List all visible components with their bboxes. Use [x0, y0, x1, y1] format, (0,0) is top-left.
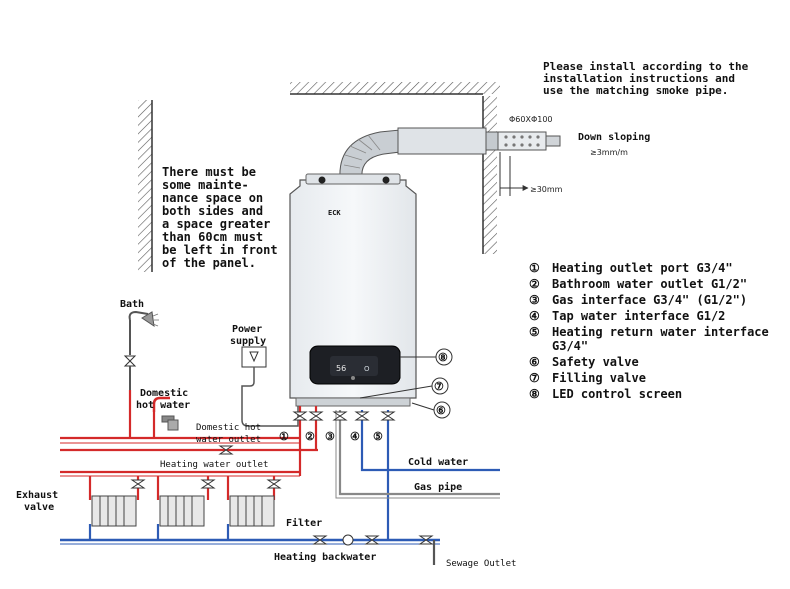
- maintenance-line-8: of the panel.: [162, 256, 256, 270]
- radiator-2: [159, 495, 205, 527]
- maintenance-note: There must be some mainte- nance space o…: [162, 165, 278, 270]
- legend-1-num: ①: [529, 261, 540, 275]
- maintenance-line-1: There must be: [162, 165, 256, 179]
- exhaust-valve-label-2: valve: [24, 502, 54, 513]
- power-supply-label-1: Power: [232, 324, 262, 335]
- legend-4-num: ④: [529, 309, 540, 323]
- flue-pipe: [339, 127, 561, 196]
- power-outlet-icon: [241, 346, 299, 427]
- port-2: ②: [305, 430, 315, 443]
- bath-label: Bath: [120, 299, 144, 310]
- shower-head-icon: [123, 310, 159, 390]
- display-mode-icon: O: [364, 365, 370, 373]
- legend-5-text: Heating return water interface: [552, 325, 769, 339]
- legend-5-num: ⑤: [529, 325, 540, 339]
- callout-6: [411, 401, 451, 419]
- radiator-3: [229, 495, 275, 527]
- legend-7-num: ⑦: [529, 371, 540, 385]
- legend-8-text: LED control screen: [552, 387, 682, 401]
- radiator-1: [91, 495, 137, 527]
- legend-4-text: Tap water interface G1/2: [552, 309, 725, 323]
- port-4: ④: [350, 430, 360, 443]
- display-value: 56: [336, 364, 346, 373]
- callout-7: [359, 377, 449, 399]
- domestic-hot-water-outlet-label-1: Domestic hot: [196, 423, 261, 433]
- install-note-line-3: use the matching smoke pipe.: [543, 84, 728, 97]
- legend-3-text: Gas interface G3/4" (G1/2"): [552, 293, 747, 307]
- maintenance-line-2: some mainte-: [162, 178, 249, 192]
- legend-3-num: ③: [529, 293, 540, 307]
- valve-icons: [130, 411, 434, 546]
- legend-1-text: Heating outlet port G3/4": [552, 261, 733, 275]
- legend-5b-text: G3/4": [552, 339, 588, 353]
- legend: ① Heating outlet port G3/4" ② Bathroom w…: [529, 261, 769, 401]
- callout-7-label: ⑦: [434, 380, 444, 393]
- slope-label: Down sloping: [578, 131, 650, 143]
- domestic-hot-water-label-1: Domestic: [140, 387, 188, 399]
- boiler-brand: ECK: [328, 209, 341, 217]
- boiler-unit: [289, 173, 417, 407]
- heating-water-outlet-label: Heating water outlet: [160, 460, 268, 470]
- maintenance-line-5: a space greater: [162, 217, 270, 231]
- gas-pipe-label: Gas pipe: [414, 481, 462, 493]
- left-wall: [138, 100, 153, 272]
- clearance-label: ≥30mm: [530, 185, 563, 194]
- flue-diameter-label: Φ60XΦ100: [509, 115, 553, 124]
- install-note-line-2: installation instructions and: [543, 72, 735, 85]
- callout-6-label: ⑥: [436, 404, 446, 417]
- callout-8: [400, 348, 453, 366]
- legend-8-num: ⑧: [529, 387, 540, 401]
- legend-7-text: Filling valve: [552, 371, 646, 385]
- legend-2-num: ②: [529, 277, 540, 291]
- legend-6-text: Safety valve: [552, 355, 639, 369]
- tap-icon: [152, 396, 179, 431]
- legend-2-text: Bathroom water outlet G1/2": [552, 277, 747, 291]
- legend-6-num: ⑥: [529, 355, 540, 369]
- maintenance-line-3: nance space on: [162, 191, 263, 205]
- domestic-hot-water-outlet-label-2: water outlet: [196, 435, 261, 445]
- domestic-hot-water-label-2: hot water: [136, 400, 190, 411]
- port-5: ⑤: [373, 430, 383, 443]
- ceiling: [290, 82, 500, 95]
- sewage-outlet-label: Sewage Outlet: [446, 559, 516, 569]
- cold-water-label: Cold water: [408, 457, 468, 468]
- right-wall: [482, 96, 497, 254]
- maintenance-line-4: both sides and: [162, 204, 263, 218]
- install-note-line-1: Please install according to the: [543, 60, 749, 73]
- power-supply-label-2: supply: [230, 336, 266, 347]
- exhaust-valve-label-1: Exhaust: [16, 490, 58, 501]
- slope-value: ≥3mm/m: [590, 148, 628, 157]
- filter-label: Filter: [286, 517, 322, 529]
- heating-backwater-label: Heating backwater: [274, 551, 376, 563]
- maintenance-line-6: than 60cm must: [162, 230, 263, 244]
- maintenance-line-7: be left in front: [162, 243, 278, 257]
- gas-pipe: [335, 410, 500, 499]
- port-3: ③: [325, 430, 335, 443]
- port-1: ①: [279, 430, 289, 443]
- callout-8-label: ⑧: [438, 351, 448, 364]
